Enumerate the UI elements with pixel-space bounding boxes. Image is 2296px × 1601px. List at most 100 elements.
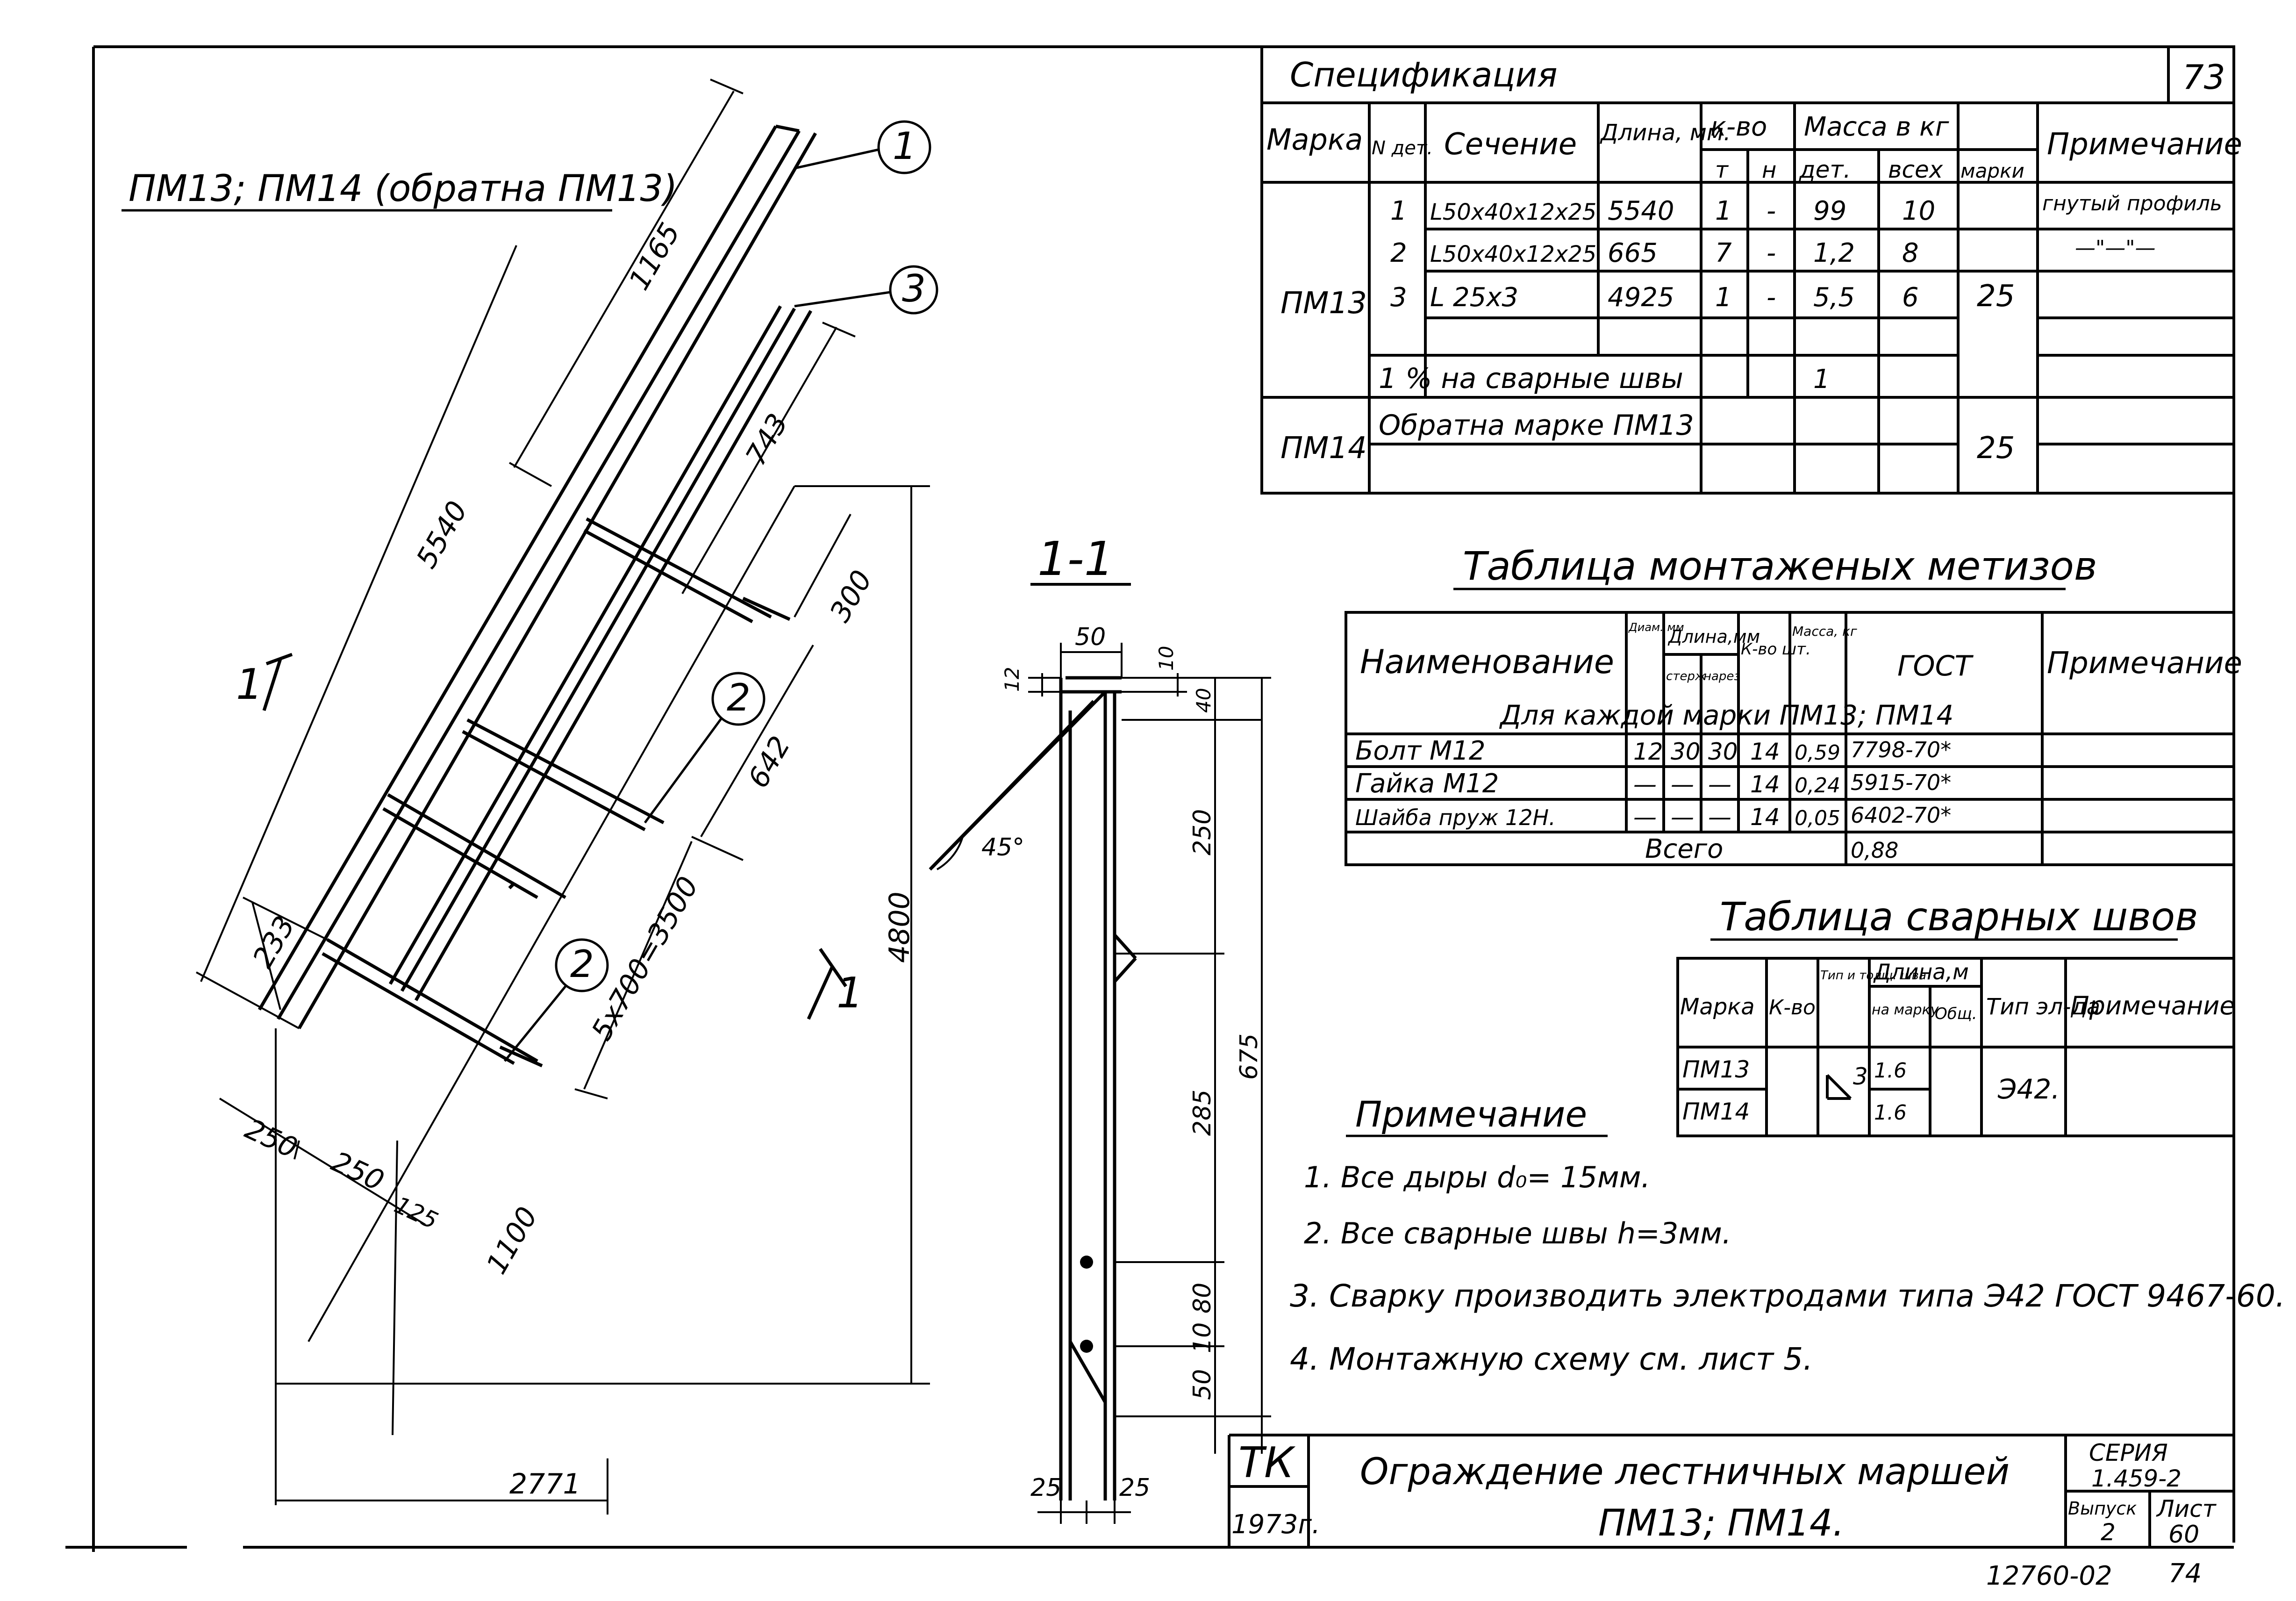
tb-issue-label: Выпуск [2068, 1498, 2137, 1519]
hardware-table: Таблица монтаженых метизов Наименование … [1345, 543, 2242, 866]
weld-headers: Марка К-во Тип и толщ. шва Длина,м на ма… [1680, 959, 2235, 1023]
tb-series: 1.459-2 [2091, 1465, 2182, 1492]
dim-s-80: 80 [1188, 1283, 1216, 1314]
section-mark-left: 1 [236, 660, 263, 709]
dim-s-285: 285 [1188, 1090, 1216, 1136]
hw-r3-q: 14 [1750, 804, 1780, 831]
hardware-title: Таблица монтаженых метизов [1463, 543, 2097, 589]
spec-rows: ПМ13 1 L50x40x12x25 5540 1 - 99 10 гнуты… [1280, 192, 2222, 466]
dim-5x700: 5x700=3500 [585, 871, 705, 1046]
hw-r1-m: 0,59 [1795, 741, 1840, 765]
wt-hdr-qty: К-во [1769, 996, 1816, 1019]
section-dimension-labels: 50 10 12 40 45° 250 675 285 80 10 50 25 … [981, 623, 1263, 1502]
tb-title-line1: Ограждение лестничных маршей [1360, 1451, 2010, 1493]
hdr-mass-det: дет. [1799, 156, 1851, 183]
wt-hdr-type: Тип и толщ. шва [1820, 969, 1926, 983]
hdr-qty-t: т [1715, 157, 1729, 183]
hw-r3-l1: — [1671, 804, 1694, 831]
hdr-mass-mark: марки [1960, 159, 2024, 182]
hw-r2-m: 0,24 [1795, 774, 1840, 797]
row1-n: 1 [1390, 196, 1407, 226]
hw-total-label: Всего [1645, 834, 1723, 864]
hw-hdr-note: Примечание [2047, 646, 2242, 681]
hole-lower [1080, 1340, 1093, 1353]
dim-s-50: 50 [1075, 623, 1106, 651]
section-marks [262, 653, 847, 1020]
weld-allowance-label: 1 % на сварные швы [1379, 362, 1683, 395]
spec-pm13-mass: 25 [1977, 279, 2015, 314]
hw-r1-gost: 7798-70* [1851, 737, 1951, 762]
hw-hdr-name: Наименование [1360, 643, 1614, 681]
hole-upper [1080, 1256, 1093, 1269]
row2-t: 7 [1715, 238, 1732, 268]
dim-1100: 1100 [480, 1201, 544, 1279]
note-4: 4. Монтажную схему см. лист 5. [1290, 1341, 1813, 1377]
footer-sheet: 74 [2168, 1558, 2202, 1589]
dim-s-45: 45° [981, 833, 1024, 862]
wt-mark-pm14: ПМ14 [1682, 1098, 1750, 1125]
wt-mark-pm13: ПМ13 [1682, 1056, 1750, 1083]
hw-hdr-thread: нарез [1703, 669, 1740, 683]
weld-title: Таблица сварных швов [1720, 894, 2198, 940]
row3-all: 6 [1902, 282, 1919, 313]
dim-4800: 4800 [883, 891, 916, 963]
hw-r3-d: — [1633, 804, 1657, 831]
wt-hdr-lmark: на марку [1872, 1002, 1939, 1018]
row3-det: 5,5 [1813, 282, 1855, 313]
row3-nn: - [1767, 282, 1776, 313]
wt-hdr-electrode: Тип эл-да [1986, 994, 2100, 1020]
row3-n: 3 [1390, 282, 1407, 313]
view-title: ПМ13; ПМ14 (обратна ПМ13) [129, 168, 678, 210]
stringer-1 [257, 124, 817, 1029]
row1-all: 10 [1902, 196, 1935, 226]
dim-2771: 2771 [509, 1468, 581, 1500]
footer-code: 12760-02 [1986, 1561, 2112, 1591]
tb-org: ТК [1238, 1438, 1296, 1487]
row2-n: 2 [1390, 238, 1407, 268]
dim-1165: 1165 [622, 217, 687, 295]
dim-743: 743 [739, 408, 794, 471]
wt-hdr-ltotal: Общ. [1935, 1005, 1977, 1023]
wt-hdr-note: Примечание [2070, 991, 2235, 1020]
row3-t: 1 [1715, 282, 1732, 313]
hw-r3-gost: 6402-70* [1851, 803, 1951, 828]
row1-section: L50x40x12x25 [1430, 199, 1596, 225]
note-3: 3. Сварку производить электродами типа Э… [1290, 1278, 2285, 1314]
dim-s-10: 10 [1155, 646, 1178, 671]
hw-total: 0,88 [1851, 838, 1898, 863]
hardware-headers: Наименование Диам. мм Длина,мм стерж нар… [1360, 621, 2242, 683]
section-mark-right: 1 [837, 969, 863, 1018]
spec-marka-pm13: ПМ13 [1280, 286, 1367, 321]
tb-series-label: СЕРИЯ [2089, 1439, 2168, 1466]
hdr-length: Длина, мм. [1600, 120, 1731, 146]
dim-642: 642 [742, 731, 797, 793]
callout-circles [504, 120, 938, 1062]
row1-length: 5540 [1608, 196, 1674, 226]
dim-s-40: 40 [1192, 688, 1215, 713]
dim-s-25b: 25 [1119, 1474, 1150, 1502]
hw-r2-l1: — [1671, 771, 1694, 798]
callout-3: 3 [902, 267, 926, 310]
dimension-lines-main [196, 79, 930, 1515]
wt-length-pm14: 1.6 [1874, 1101, 1907, 1125]
dim-300: 300 [823, 565, 879, 627]
dim-s-10b: 10 [1188, 1322, 1216, 1353]
hw-hdr-qty: К-во шт. [1741, 640, 1811, 659]
dim-233: 233 [246, 911, 301, 973]
hdr-marka: Марка [1266, 122, 1363, 157]
dim-s-250: 250 [1188, 809, 1216, 855]
row2-section: L50x40x12x25 [1430, 241, 1596, 267]
section-view: 1-1 [929, 531, 1271, 1524]
hdr-note: Примечание [2047, 127, 2242, 162]
tb-issue: 2 [2101, 1519, 2116, 1546]
hardware-rows: Болт М12 12 30 30 14 0,59 7798-70* Гайка… [1355, 736, 1951, 864]
tb-year: 1973г. [1231, 1509, 1320, 1540]
handrail-3 [388, 305, 813, 1001]
hw-group: Для каждой марки ПМ13; ПМ14 [1499, 699, 1953, 731]
dim-125: 125 [390, 1191, 442, 1235]
dim-s-25a: 25 [1030, 1474, 1061, 1502]
hw-r3-m: 0,05 [1795, 806, 1840, 830]
hw-r2-q: 14 [1750, 771, 1780, 798]
hdr-section: Сечение [1444, 127, 1577, 162]
